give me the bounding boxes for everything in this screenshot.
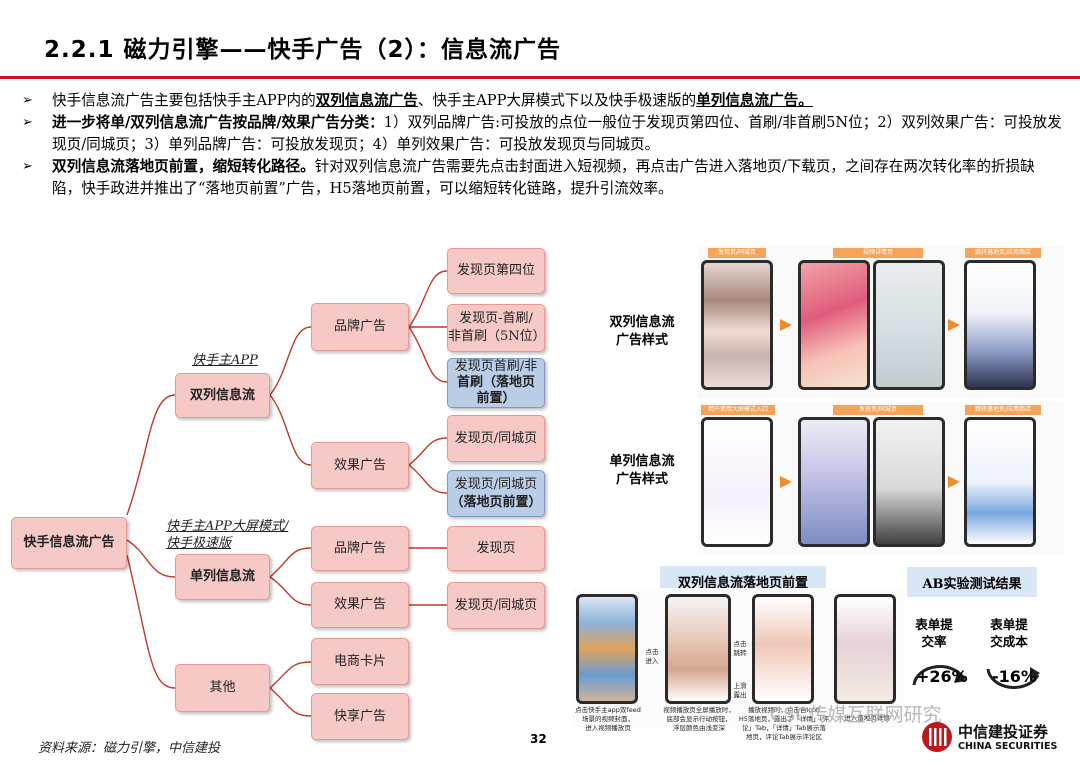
flow-arrow-icon: [948, 476, 960, 488]
csc-logo-icon: [920, 720, 954, 754]
double-style-label: 双列信息流广告样式: [597, 314, 687, 350]
phone-mockup: [576, 594, 638, 704]
panel-header: 用户使用大屏模式入口: [701, 405, 775, 415]
page-number: 32: [530, 732, 547, 746]
panel-header: 发现页/同城页: [833, 405, 923, 415]
tree-kuaixiang-node: 快享广告: [311, 693, 409, 740]
tree-leaf-node: 发现页首刷/非首刷（落地页前置）: [447, 358, 545, 408]
tree-leaf-node: 发现页/同城页: [447, 415, 545, 462]
swipe-label: 上滑露出: [728, 682, 752, 700]
flow-arrow-icon: [780, 476, 792, 488]
panel-header: 发现页/同城页: [708, 248, 766, 258]
logo-en-text: CHINA SECURITIES: [958, 741, 1057, 752]
ab-cost-value: -16%: [992, 667, 1037, 686]
step-caption: 视频播放页全屏播放时，底部会显示行动按钮，浮层颜色由浅变深: [658, 706, 740, 733]
phone-mockup: [798, 417, 870, 547]
click-jump-label: 点击跳转: [728, 640, 752, 658]
phone-mockup: [665, 594, 731, 704]
phone-mockup: [964, 417, 1036, 547]
ab-test-title: AB实验测试结果: [907, 567, 1037, 597]
tree-single-brand-node: 品牌广告: [311, 526, 409, 571]
tree-leaf-node: 发现页/同城页: [447, 582, 545, 629]
tag-double: 快手主APP: [192, 352, 258, 369]
tree-other-node: 其他: [175, 664, 270, 712]
single-feed-screenshot: 用户使用大屏模式入口 发现页/同城页 跳转落地页/应用商店: [698, 402, 1064, 555]
tree-double-effect-node: 效果广告: [311, 442, 409, 489]
phone-mockup: [873, 417, 945, 547]
ab-cost-label: 表单提交成本: [979, 616, 1039, 650]
tree-leaf-node: 发现页: [447, 526, 545, 571]
click-enter-label: 点击进入: [640, 648, 664, 666]
panel-header: 跳转落地页/应用商店: [965, 248, 1041, 258]
tree-leaf-node: 发现页/同城页（落地页前置）: [447, 470, 545, 517]
source-note: 资料来源：磁力引擎，中信建投: [38, 737, 220, 756]
panel-header: 跳转落地页/应用商店: [965, 405, 1041, 415]
watermark-text: CSC传媒互联网研究: [770, 700, 942, 727]
tree-double-brand-node: 品牌广告: [311, 303, 409, 351]
tree-leaf-node: 发现页第四位: [447, 248, 545, 294]
tree-single-node: 单列信息流: [175, 554, 270, 600]
double-feed-screenshot: 发现页/同城页 视频详情页 跳转落地页/应用商店: [698, 245, 1064, 398]
ab-ctr-label: 表单提交率: [904, 616, 964, 650]
ab-ctr-value: +26%: [916, 667, 968, 686]
phone-mockup: [834, 594, 896, 704]
panel-header: 视频详情页: [833, 248, 923, 258]
tag-single: 快手主APP大屏模式/快手极速版: [166, 518, 288, 552]
phone-mockup: [701, 260, 773, 390]
phone-mockup: [701, 417, 773, 547]
phone-mockup: [873, 260, 945, 390]
phone-mockup: [964, 260, 1036, 390]
tree-ecom-card-node: 电商卡片: [311, 638, 409, 685]
flow-arrow-icon: [780, 319, 792, 331]
flow-arrow-icon: [948, 319, 960, 331]
single-style-label: 单列信息流广告样式: [597, 453, 687, 489]
tree-double-node: 双列信息流: [175, 373, 270, 418]
tree-single-effect-node: 效果广告: [311, 582, 409, 628]
phone-mockup: [752, 594, 814, 704]
tree-root-node: 快手信息流广告: [11, 517, 127, 569]
phone-mockup: [798, 260, 870, 390]
tree-leaf-node: 发现页-首刷/非首刷（5N位）: [447, 304, 545, 352]
logo-cn-text: 中信建投证券: [958, 721, 1048, 742]
